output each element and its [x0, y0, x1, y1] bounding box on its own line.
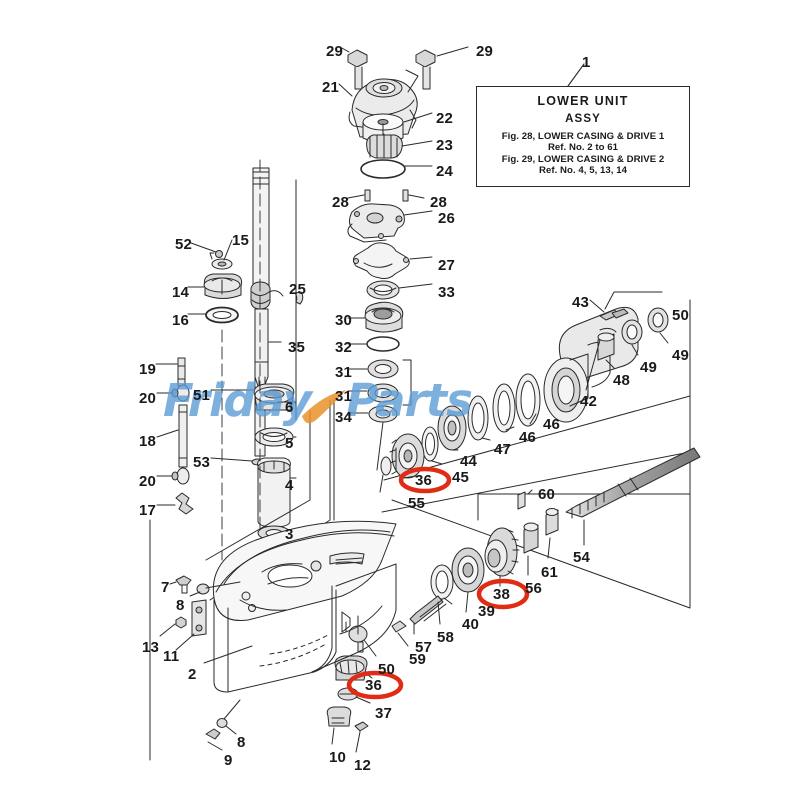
- callout-number: 59: [409, 651, 427, 668]
- callout-number: 25: [289, 281, 307, 298]
- callout-number: 51: [193, 387, 211, 404]
- callout-number: 54: [573, 549, 591, 566]
- title-block-line3: Fig. 28, LOWER CASING & DRIVE 1: [501, 131, 665, 142]
- callout-number: 35: [288, 339, 306, 356]
- callout-number: 7: [161, 579, 170, 596]
- callout-number: 15: [232, 232, 250, 249]
- callout-number: 56: [525, 580, 543, 597]
- callout-number: 30: [335, 312, 353, 329]
- highlight-oval-36-upper: [398, 466, 452, 494]
- callout-number: 8: [237, 734, 246, 751]
- callout-number: 2: [188, 666, 197, 683]
- callout-number: 12: [354, 757, 372, 774]
- title-block: LOWER UNIT ASSY Fig. 28, LOWER CASING & …: [476, 86, 690, 187]
- callout-number: 60: [538, 486, 556, 503]
- callout-number: 14: [172, 284, 190, 301]
- highlighted-callout-number: 38: [493, 586, 511, 603]
- callout-number: 6: [285, 399, 294, 416]
- callout-number: 1: [582, 54, 591, 71]
- callout-number: 5: [285, 435, 294, 452]
- callout-number: 47: [494, 441, 512, 458]
- callout-number: 29: [476, 43, 494, 60]
- callout-number: 49: [640, 359, 658, 376]
- callout-number: 4: [285, 477, 294, 494]
- highlighted-callout-number: 36: [365, 677, 383, 694]
- callout-number: 18: [139, 433, 157, 450]
- callout-number: 20: [139, 473, 157, 490]
- callout-number: 42: [580, 393, 598, 410]
- callout-number: 40: [462, 616, 480, 633]
- callout-number: 21: [322, 79, 340, 96]
- callout-number: 55: [408, 495, 426, 512]
- callout-number: 28: [430, 194, 448, 211]
- callout-number: 45: [452, 469, 470, 486]
- callout-number: 58: [437, 629, 455, 646]
- callout-number: 34: [335, 409, 353, 426]
- callout-number: 46: [519, 429, 537, 446]
- callout-number: 52: [175, 236, 193, 253]
- title-block-line2: ASSY: [565, 113, 601, 125]
- callout-number: 53: [193, 454, 211, 471]
- callout-number: 3: [285, 526, 294, 543]
- callout-number: 9: [224, 752, 233, 769]
- callout-number: 57: [415, 639, 433, 656]
- callout-number: 28: [332, 194, 350, 211]
- callout-number: 46: [543, 416, 561, 433]
- callout-number: 61: [541, 564, 559, 581]
- callout-number: 8: [176, 597, 185, 614]
- callout-number: 10: [329, 749, 347, 766]
- highlight-oval-36-lower: [346, 670, 404, 700]
- callout-number: 33: [438, 284, 456, 301]
- callout-number: 27: [438, 257, 456, 274]
- callout-number: 37: [375, 705, 393, 722]
- callout-number: 20: [139, 390, 157, 407]
- title-block-line5: Fig. 29, LOWER CASING & DRIVE 2: [501, 153, 665, 165]
- callout-number: 17: [139, 502, 157, 519]
- title-block-line4: Ref. No. 2 to 61: [547, 142, 619, 154]
- callout-number: 50: [378, 661, 396, 678]
- callout-number: 31: [335, 364, 353, 381]
- callout-number: 23: [436, 137, 454, 154]
- callout-number: 11: [163, 648, 180, 665]
- callout-number: 44: [460, 453, 478, 470]
- callout-number: 31: [335, 388, 353, 405]
- callout-number: 48: [613, 372, 631, 389]
- callout-number: 50: [672, 307, 690, 324]
- title-block-line1: LOWER UNIT: [537, 94, 629, 108]
- highlighted-callout-number: 36: [415, 472, 433, 489]
- highlight-oval-38: [476, 578, 530, 610]
- callout-number: 39: [478, 603, 496, 620]
- callout-number: 29: [326, 43, 344, 60]
- callout-number: 43: [572, 294, 590, 311]
- callout-number: 32: [335, 339, 353, 356]
- callout-number: 13: [142, 639, 160, 656]
- callout-number: 26: [438, 210, 456, 227]
- callout-number: 24: [436, 163, 454, 180]
- callout-number: 19: [139, 361, 157, 378]
- callout-number: 22: [436, 110, 454, 127]
- title-block-line6: Ref. No. 4, 5, 13, 14: [539, 165, 627, 177]
- callout-number: 49: [672, 347, 690, 364]
- callout-number: 16: [172, 312, 190, 329]
